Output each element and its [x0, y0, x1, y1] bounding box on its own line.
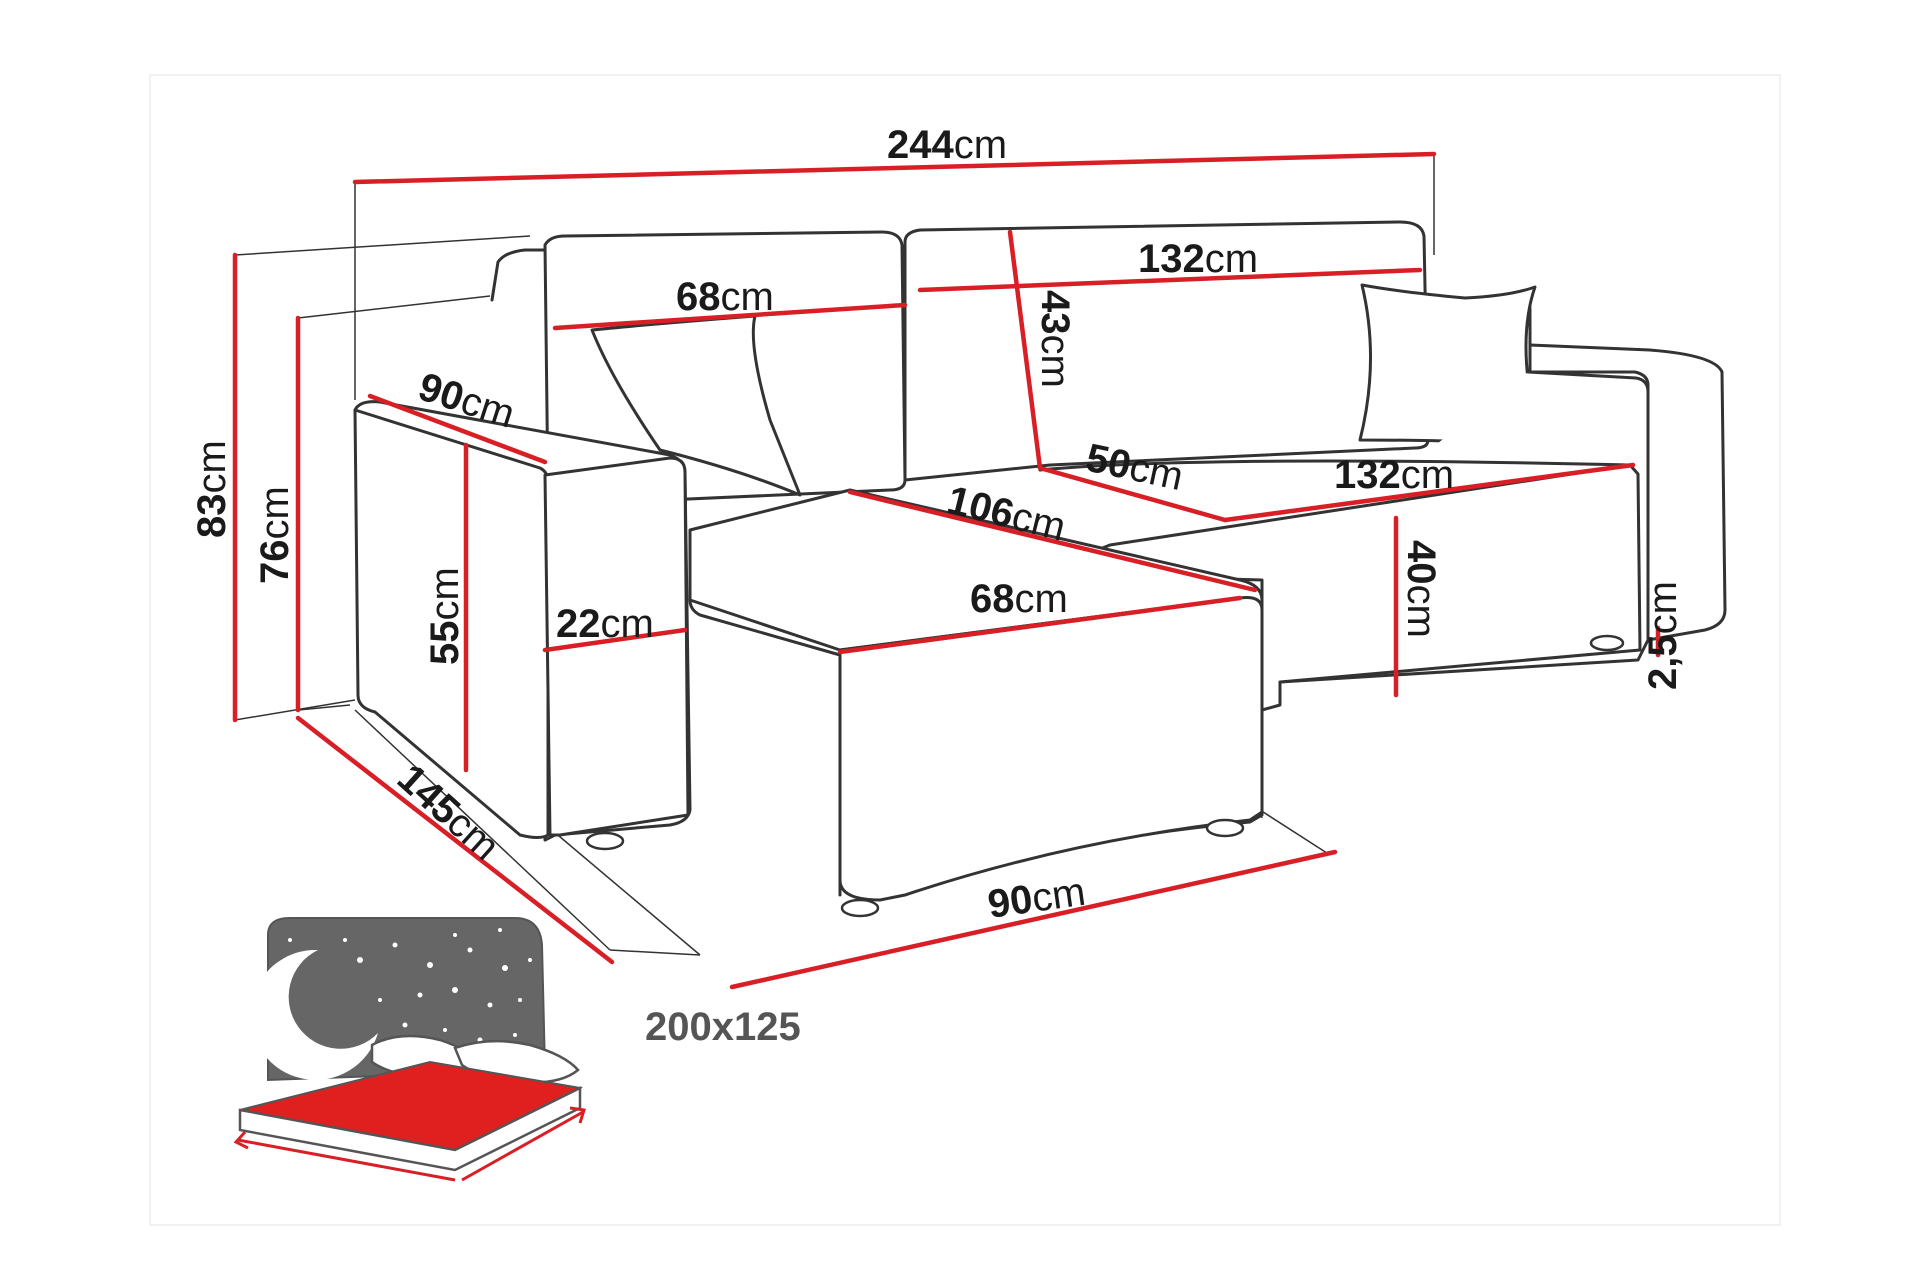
label-backrest-height: 43cm: [1033, 290, 1077, 388]
bed-size-label: 200x125: [645, 1005, 801, 1049]
dimline-chaise-length: [295, 715, 615, 965]
moon-icon: [250, 949, 378, 1080]
dimline-chaise-seat: [837, 595, 1243, 655]
frame: [149, 74, 1781, 1226]
dimline-chaise-inner: [847, 489, 1258, 593]
label-armrest-width: 22cm: [556, 602, 654, 646]
label-chaise-seat: 68cm: [970, 577, 1068, 621]
dimline-back-right: [917, 267, 1423, 293]
dimline-chaise-width: [729, 849, 1338, 990]
dimline-backrest-height: [1007, 229, 1043, 471]
stars-icon: [288, 928, 532, 1058]
label-back-left: 68cm: [676, 275, 774, 319]
left-armrest-side: [543, 456, 690, 837]
label-seat-width-right: 132cm: [1334, 453, 1454, 497]
leg-2: [840, 898, 880, 918]
label-armrest-height: 55cm: [423, 567, 467, 665]
label-seat-back-height: 76cm: [253, 486, 297, 584]
sofa-outline: [353, 220, 1727, 918]
dimension-lines: [232, 151, 1661, 990]
dimension-labels: 244cm 132cm 68cm 43cm 90cm 83cm 76cm 55c…: [190, 123, 1685, 927]
left-armrest-front: [353, 408, 550, 839]
leg-4: [1589, 634, 1625, 652]
label-seat-height: 40cm: [1399, 540, 1443, 638]
right-armrest-side: [1528, 343, 1727, 642]
label-total-width: 244cm: [887, 123, 1007, 167]
dimline-seat-width-right: [1222, 462, 1636, 523]
chaise-front: [838, 596, 1264, 902]
dimline-armrest-width: [542, 627, 688, 653]
label-total-height: 83cm: [190, 440, 234, 538]
dimline-back-left: [552, 302, 908, 331]
leg-1: [585, 831, 625, 851]
label-chaise-width: 90cm: [985, 870, 1088, 927]
moon-stars-bed-icon: [233, 917, 586, 1182]
label-seat-depth: 50cm: [1082, 436, 1187, 499]
dimline-seat-depth: [1037, 465, 1228, 523]
back-corner: [490, 248, 547, 302]
label-leg-height: 2,5cm: [1641, 581, 1685, 690]
label-back-right: 132cm: [1138, 237, 1258, 281]
dimline-total-width: [352, 151, 1437, 185]
leg-3: [1205, 818, 1245, 838]
dimline-armrest-depth: [367, 393, 548, 465]
